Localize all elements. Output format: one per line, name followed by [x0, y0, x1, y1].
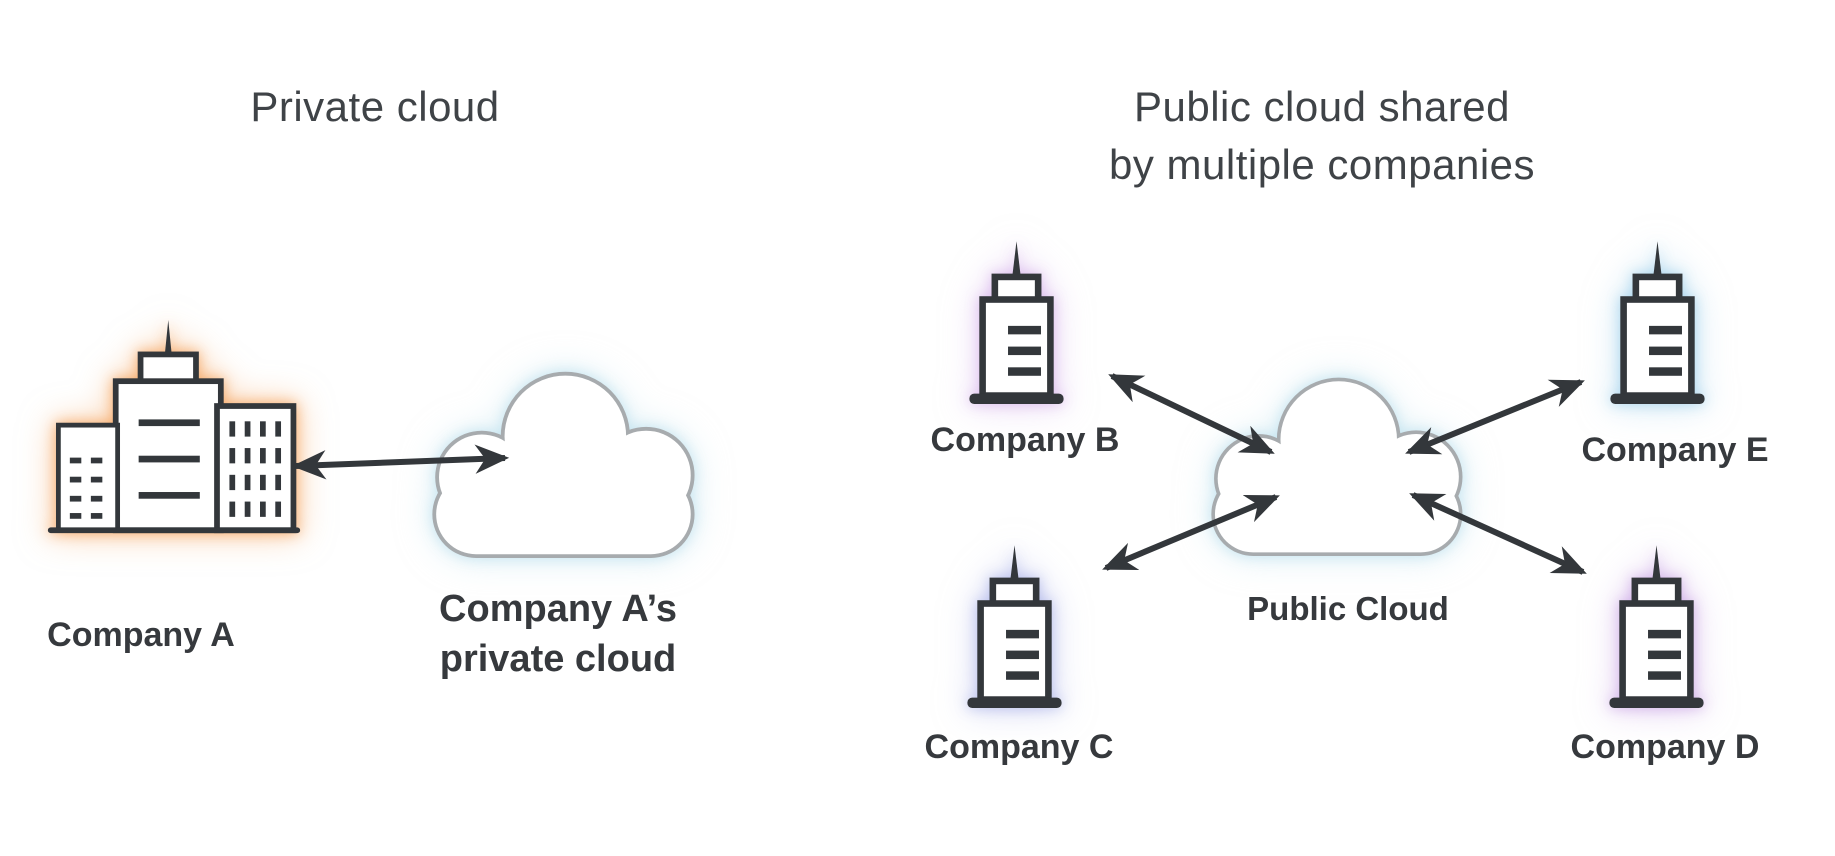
public-cloud-title-line1: Public cloud shared	[1133, 83, 1511, 130]
public-cloud-label: Public Cloud	[1247, 590, 1449, 627]
company-c-label: Company C	[924, 728, 1114, 766]
private-cloud-title: Private cloud	[250, 83, 500, 130]
public-cloud-title: Public cloud shared by multiple companie…	[1109, 78, 1535, 194]
company-b-building-icon	[960, 239, 1073, 409]
private-cloud-label: Company A’s private cloud	[439, 584, 677, 684]
private-cloud-icon	[415, 368, 710, 558]
company-e-label: Company E	[1581, 431, 1769, 469]
company-d-building-icon	[1600, 543, 1713, 713]
company-a-label: Company A	[47, 616, 235, 654]
private-cloud-label-line2: private cloud	[439, 638, 677, 680]
company-b-label: Company B	[930, 421, 1120, 459]
private-cloud-label-line1: Company A’s	[439, 588, 677, 630]
public-cloud-icon	[1190, 374, 1482, 556]
company-d-label: Company D	[1570, 728, 1760, 766]
company-e-building-icon	[1601, 239, 1714, 409]
company-a-buildings-icon	[45, 318, 303, 538]
company-c-building-icon	[958, 543, 1071, 713]
public-cloud-title-line2: by multiple companies	[1108, 141, 1536, 188]
